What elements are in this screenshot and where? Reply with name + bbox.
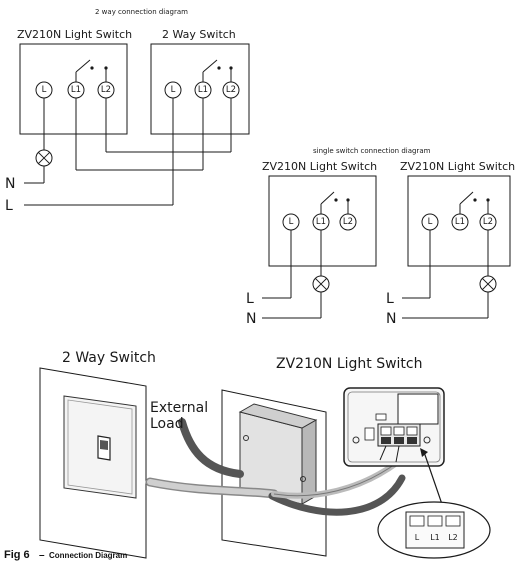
single-left-switch-label: ZV210N Light Switch [262,160,377,173]
terminal-l-label: L [289,217,294,227]
terminal-l-label: L [42,85,47,95]
single-right-neutral-label: N [386,311,396,327]
external-load-cable [178,418,244,478]
terminal-l2-label: L2 [343,217,353,227]
terminal-l1-label: L1 [198,85,208,95]
two-way-left-switch-label: ZV210N Light Switch [17,28,132,41]
terminal-l1-label: L1 [71,85,81,95]
terminal-l2-label: L2 [101,85,111,95]
two-way-right-terminals: L L1 L2 [164,59,240,99]
single-right-live-label: L [386,291,394,307]
caption-dash: – [39,550,45,561]
two-way-connection-diagram: 2 way connection diagram ZV210N Light Sw… [5,8,250,214]
connector-terminal-l1: L1 [430,533,440,542]
two-way-live-label: L [5,198,13,214]
terminal-l-label: L [428,217,433,227]
illustration-left-title: 2 Way Switch [62,350,156,366]
two-way-diagram-title: 2 way connection diagram [95,8,188,16]
single-switch-connection-diagram: single switch connection diagram ZV210N … [246,147,515,327]
terminal-l2-label: L2 [483,217,493,227]
terminal-l1-label: L1 [316,217,326,227]
single-left-live-label: L [246,291,254,307]
terminal-l1-label: L1 [455,217,465,227]
caption-text: Connection Diagram [49,551,127,560]
two-way-wiring [24,98,232,206]
single-left-neutral-label: N [246,311,256,327]
connector-terminal-l: L [415,533,420,542]
caption-fig-number: Fig 6 [4,549,30,561]
figure-caption: Fig 6 – Connection Diagram [4,549,127,561]
external-load-line2: Load [150,416,184,432]
two-way-left-terminals: L L1 L2 [35,59,115,99]
single-diagram-title: single switch connection diagram [313,147,431,155]
two-way-neutral-label: N [5,176,15,192]
illustration-right-title: ZV210N Light Switch [276,356,423,372]
connector-terminal-l2: L2 [448,533,458,542]
external-load-line1: External [150,400,208,416]
single-right-switch-label: ZV210N Light Switch [400,160,515,173]
cable-dark [268,474,406,516]
installation-illustration: 2 Way Switch ZV210N Light Switch Externa… [39,350,491,559]
two-way-right-switch-label: 2 Way Switch [162,28,236,41]
terminal-l-label: L [171,85,176,95]
terminal-l2-label: L2 [226,85,236,95]
single-left-terminals: L L1 L2 [262,191,357,319]
single-right-terminals: L L1 L2 [402,191,497,319]
